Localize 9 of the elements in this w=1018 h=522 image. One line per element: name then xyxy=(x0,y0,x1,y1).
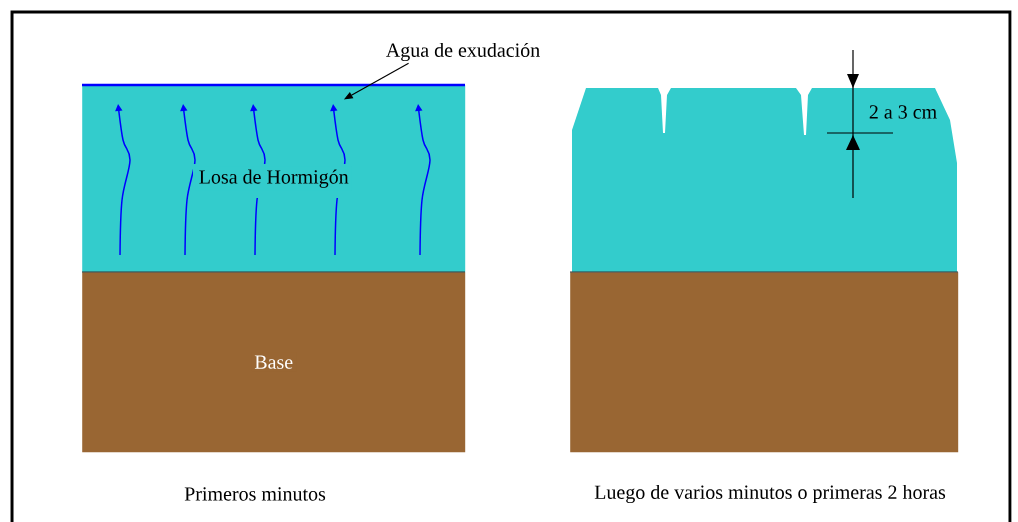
dimension-label: 2 a 3 cm xyxy=(869,105,937,119)
water-film xyxy=(82,83,465,87)
caption-text: Luego de varios minutos o primeras 2 horas xyxy=(594,484,946,504)
concrete-slab: Losa de Hormigón xyxy=(82,85,466,273)
caption-text: Primeros minutos xyxy=(184,487,326,501)
callout-text: Agua de exudación xyxy=(386,42,540,62)
base-layer: Base xyxy=(82,272,466,453)
base-layer xyxy=(570,272,959,453)
cracked-concrete-slab xyxy=(572,88,957,272)
